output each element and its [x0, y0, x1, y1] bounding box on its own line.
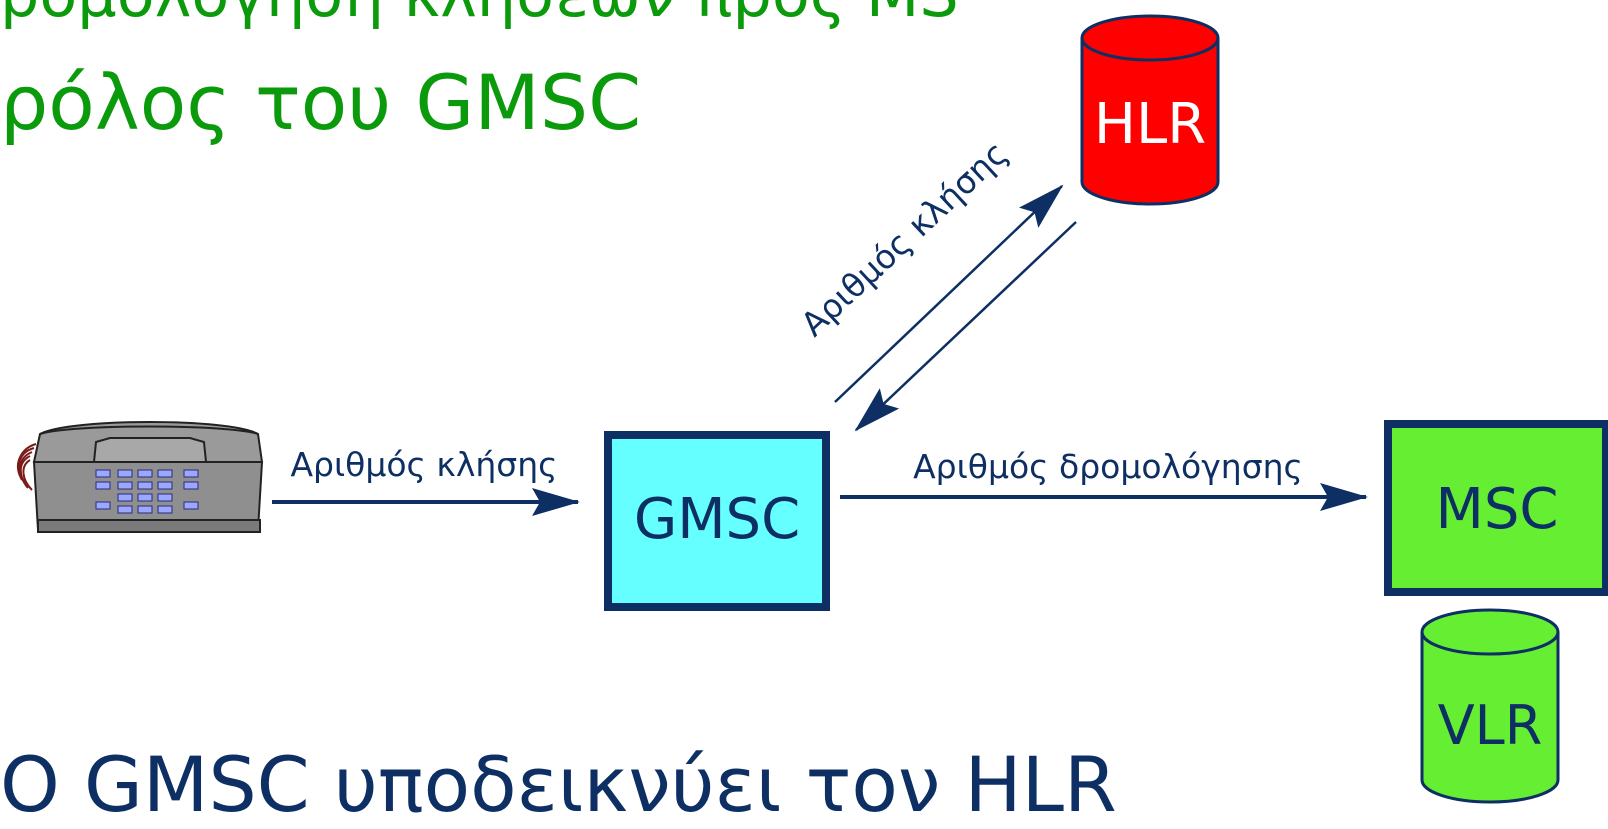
msc-label: MSC: [1436, 477, 1559, 542]
network-diagram: Αριθμός κλήσης GMSC Αριθμός κλήσης HLR Α…: [17, 14, 1608, 804]
vlr-database-icon: VLR: [1420, 608, 1560, 804]
slide-title: ρόλος του GMSC: [0, 58, 642, 147]
label-gmsc-to-msc: Αριθμός δρομολόγησης: [913, 447, 1303, 486]
gmsc-node: GMSC: [604, 431, 830, 611]
vlr-label: VLR: [1438, 694, 1543, 757]
arrow-gmsc-to-hlr: [834, 184, 1064, 403]
arrow-hlr-to-gmsc: [854, 221, 1077, 432]
msc-node: MSC: [1384, 420, 1608, 596]
gmsc-label: GMSC: [634, 487, 800, 552]
hlr-label: HLR: [1094, 92, 1206, 157]
label-phone-to-gmsc: Αριθμός κλήσης: [290, 445, 557, 484]
telephone-icon: [17, 421, 264, 533]
slide-title-partial: ρομολόγηση κλήσεων προς MS: [0, 0, 959, 31]
hlr-database-icon: HLR: [1080, 14, 1220, 206]
